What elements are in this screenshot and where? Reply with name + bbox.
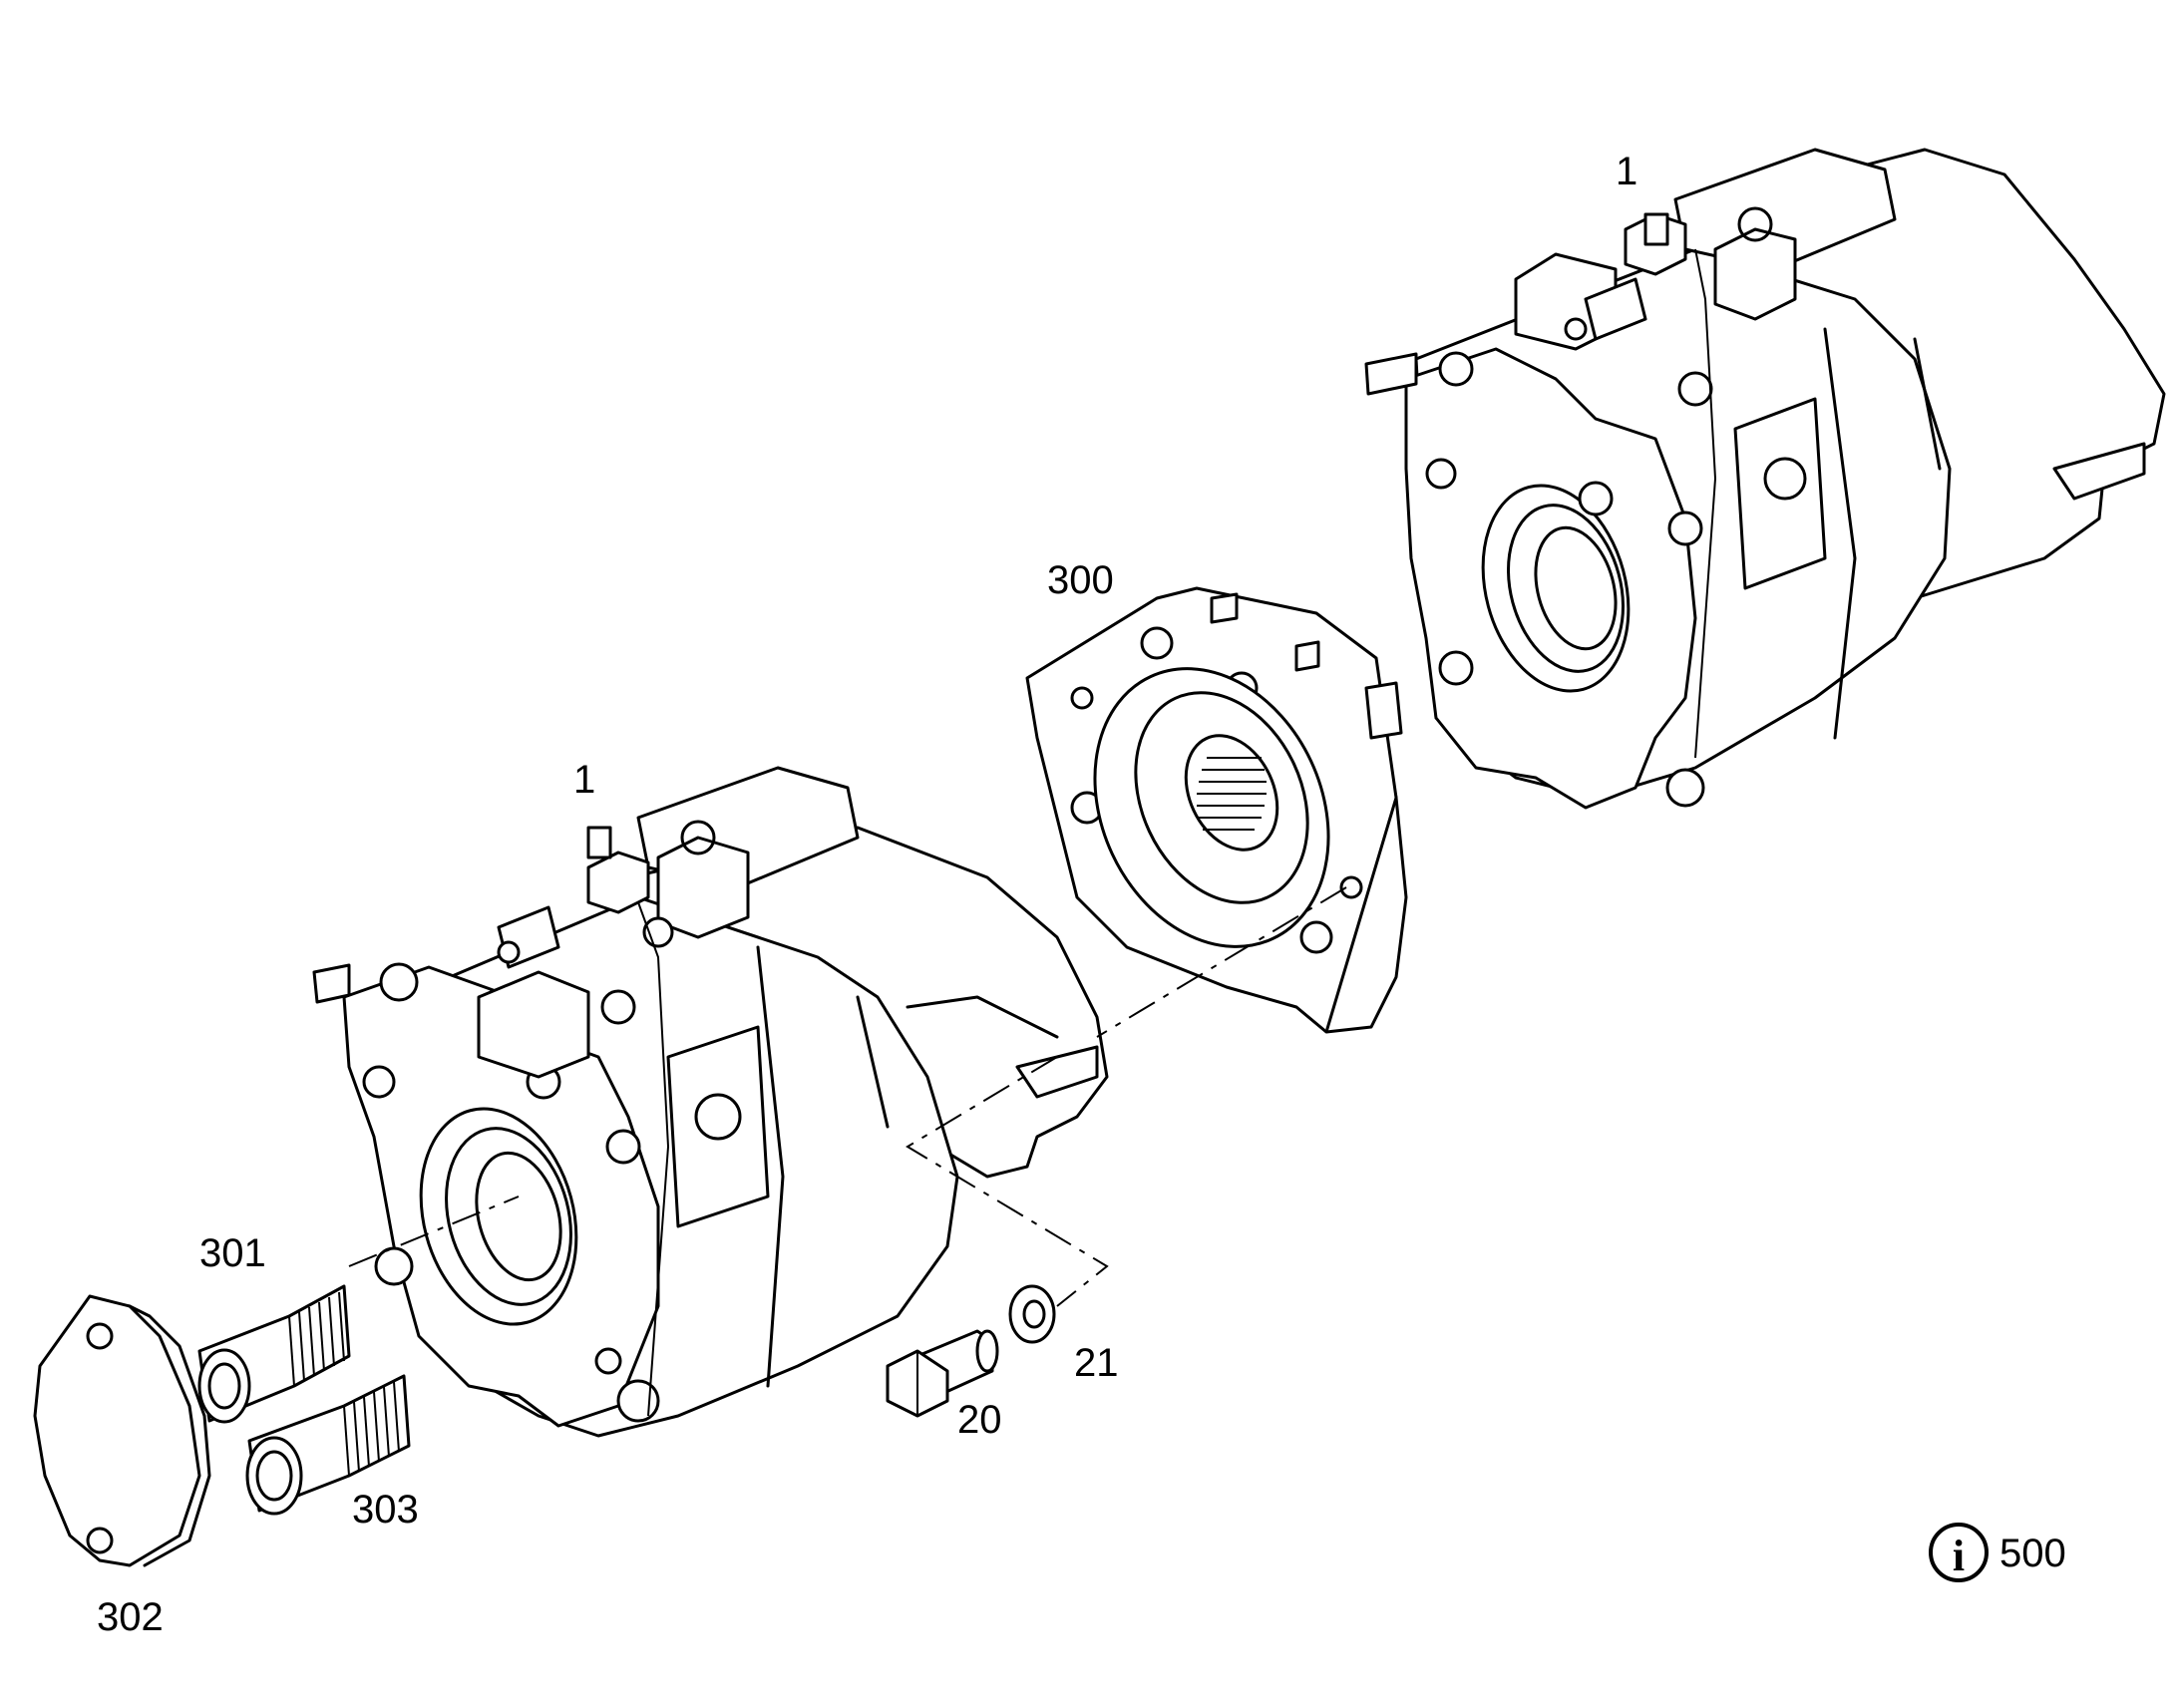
callout-adapter-flange: 300	[1047, 558, 1114, 602]
spline-ridges-301	[298, 1291, 345, 1382]
info-badge[interactable]: i 500	[1929, 1523, 2066, 1582]
callout-pump-main: 1	[573, 758, 595, 802]
callout-bolt: 20	[957, 1398, 1002, 1442]
bolt-part	[886, 1329, 999, 1418]
coupling-301-part	[197, 1284, 351, 1424]
svg-text:i: i	[1953, 1532, 1965, 1580]
pump-top-assembly	[1364, 148, 2166, 810]
info-icon[interactable]: i	[1929, 1523, 1989, 1582]
callout-cover-plate: 302	[97, 1595, 164, 1639]
adapter-flange	[1025, 586, 1408, 1034]
callout-coupling-301: 301	[199, 1231, 266, 1275]
callout-coupling-303: 303	[352, 1488, 419, 1532]
washer-part	[1008, 1284, 1056, 1344]
pump-main-assembly	[312, 766, 1109, 1438]
cover-plate-part	[33, 1294, 211, 1567]
spline-ridges-303	[353, 1381, 400, 1473]
callout-washer: 21	[1074, 1341, 1119, 1385]
info-code: 500	[1999, 1532, 2066, 1575]
callout-pump-top: 1	[1616, 150, 1637, 193]
assembly-lines	[348, 886, 1347, 1307]
coupling-303-part	[245, 1374, 411, 1516]
spline-hatch	[1197, 757, 1267, 831]
